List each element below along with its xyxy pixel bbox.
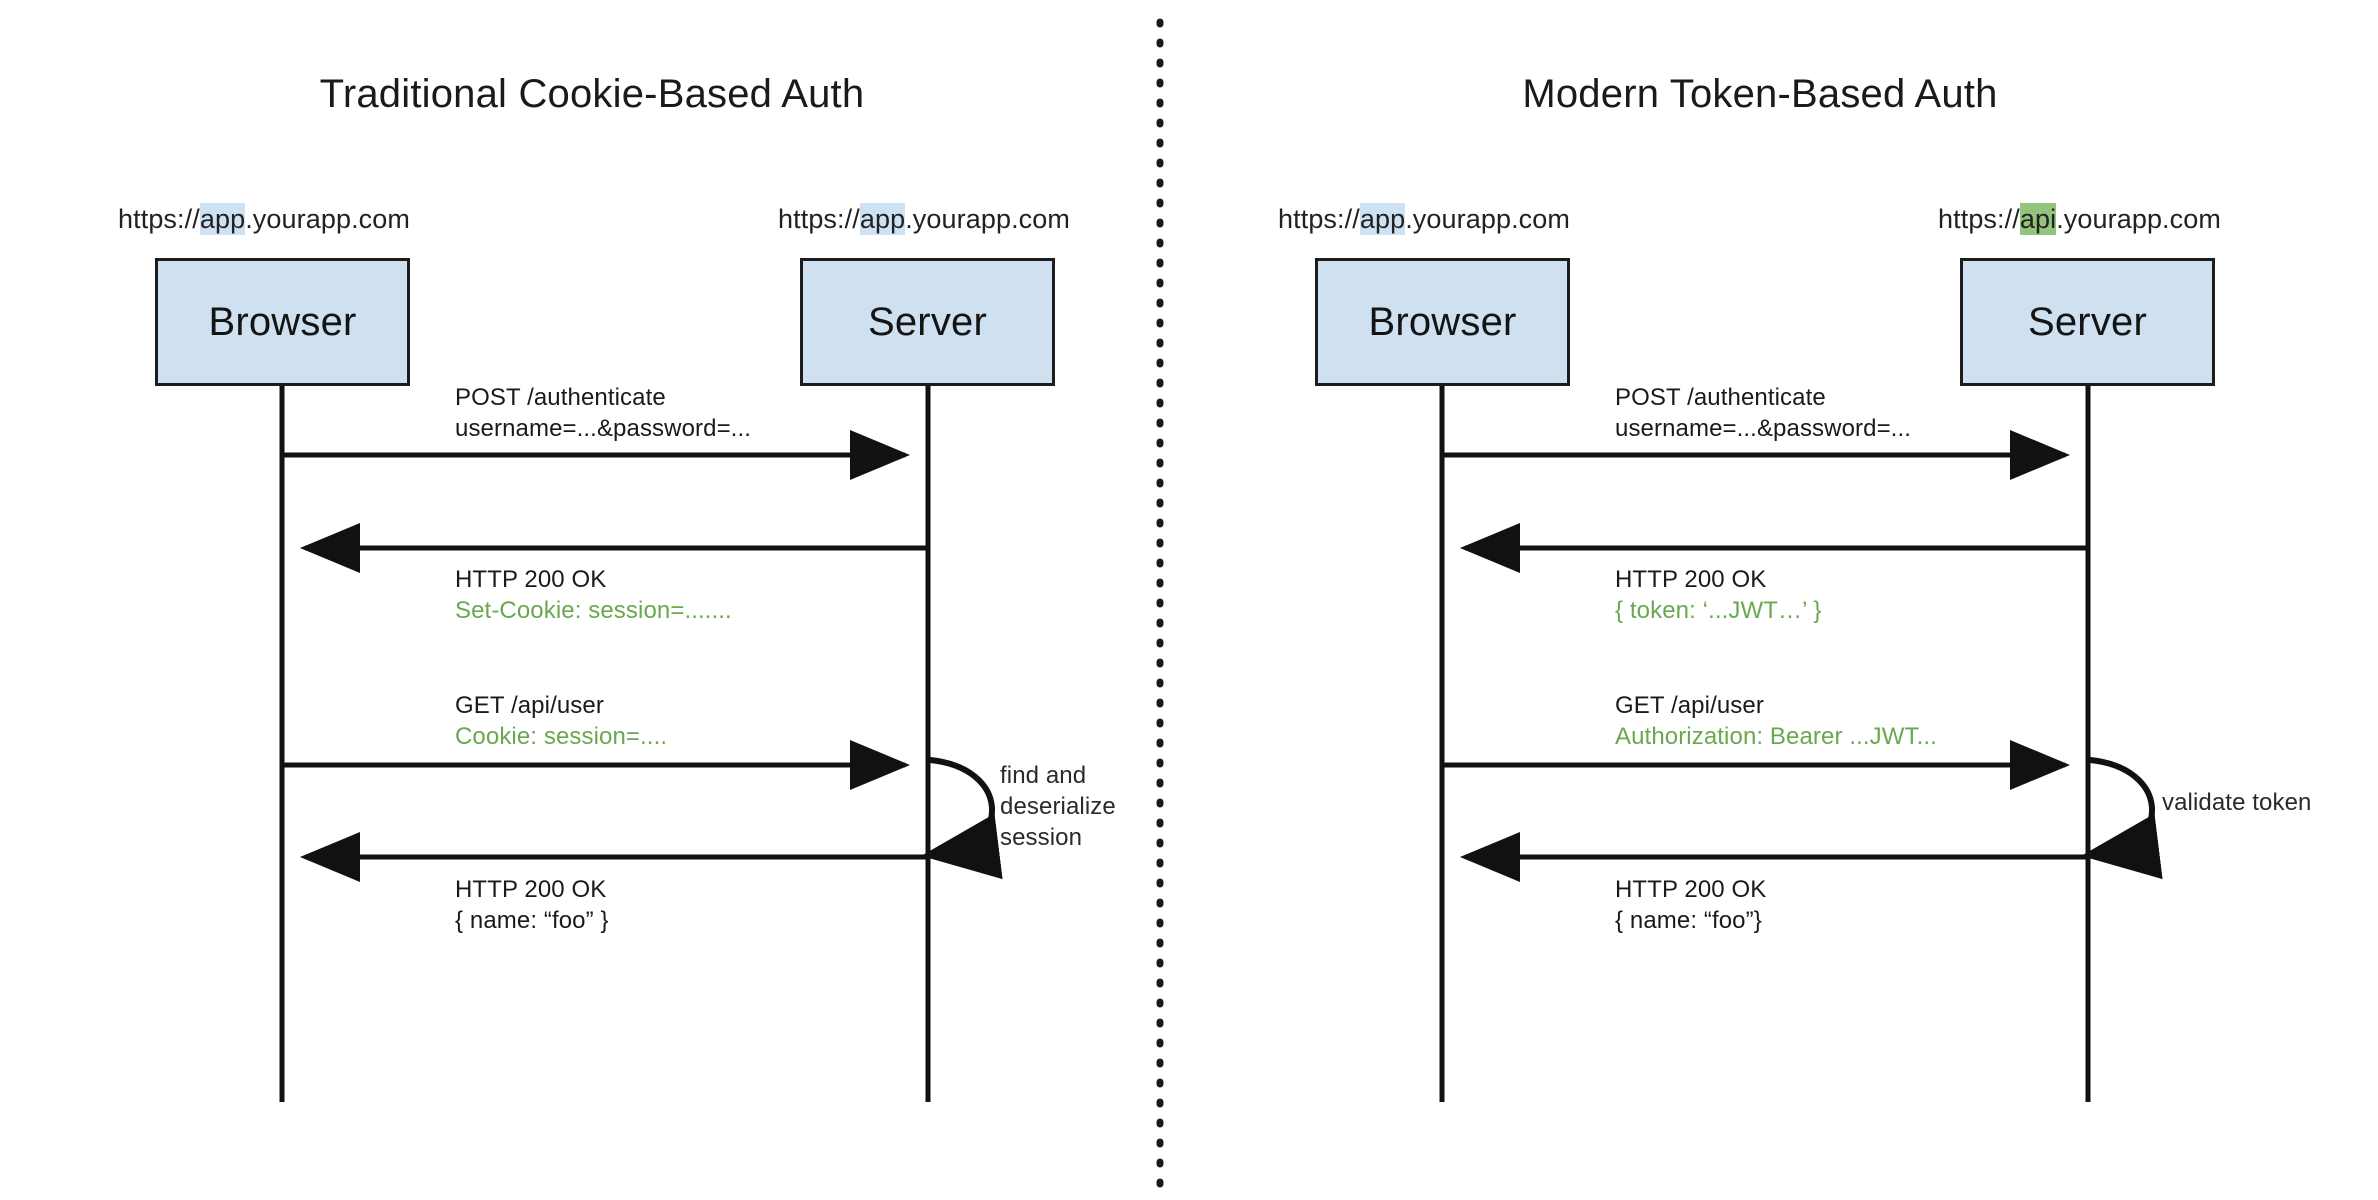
note-line-1: validate token — [2162, 789, 2312, 816]
actor-label: Server — [2027, 299, 2147, 344]
message-line-1: HTTP 200 OK — [455, 876, 607, 903]
url-label-server-right: https://api.yourapp.com — [1938, 203, 2221, 235]
url-label-browser-right: https://app.yourapp.com — [1278, 203, 1570, 235]
url-prefix: https:// — [118, 204, 200, 234]
actor-label: Browser — [208, 299, 357, 344]
url-suffix: .yourapp.com — [2056, 204, 2221, 234]
message-label-http-200-set-cookie-left: HTTP 200 OK Set-Cookie: session=....... — [455, 564, 732, 626]
message-line-2: Authorization: Bearer ...JWT... — [1615, 723, 1937, 750]
message-line-2: username=...&password=... — [1615, 415, 1911, 442]
panel-title-token-auth: Modern Token-Based Auth — [1522, 72, 1998, 116]
url-subdomain-highlight: app — [859, 203, 906, 235]
url-prefix: https:// — [1278, 204, 1360, 234]
right-panel-lifelines — [1439, 386, 2091, 1102]
actor-label: Browser — [1368, 299, 1517, 344]
message-label-http-200-name-foo-left: HTTP 200 OK { name: “foo” } — [455, 874, 609, 936]
note-line-3: session — [1000, 824, 1083, 851]
message-line-1: HTTP 200 OK — [1615, 566, 1767, 593]
url-label-server-left: https://app.yourapp.com — [778, 203, 1070, 235]
message-line-2: username=...&password=... — [455, 415, 751, 442]
message-line-1: POST /authenticate — [1615, 384, 1826, 411]
message-line-1: GET /api/user — [455, 692, 604, 719]
url-suffix: .yourapp.com — [1405, 204, 1570, 234]
message-line-1: POST /authenticate — [455, 384, 666, 411]
note-validate-token: validate token — [2162, 787, 2312, 818]
actor-box-browser-left[interactable]: Browser — [155, 258, 410, 386]
message-line-2: { token: ‘...JWT…’ } — [1615, 597, 1822, 624]
left-panel-arrows — [282, 430, 928, 882]
message-line-1: GET /api/user — [1615, 692, 1764, 719]
message-line-2: { name: “foo”} — [1615, 907, 1762, 934]
actor-box-browser-right[interactable]: Browser — [1315, 258, 1570, 386]
message-label-get-api-user-right: GET /api/user Authorization: Bearer ...J… — [1615, 690, 1937, 752]
url-subdomain-highlight: api — [2019, 203, 2057, 235]
right-panel-arrows — [1442, 430, 2088, 882]
message-label-post-authenticate-left: POST /authenticate username=...&password… — [455, 382, 751, 444]
left-panel-lifelines — [279, 386, 931, 1102]
self-loop-find-deserialize-session — [921, 757, 1003, 880]
message-line-2: Set-Cookie: session=....... — [455, 597, 732, 624]
message-line-2: Cookie: session=.... — [455, 723, 668, 750]
message-line-1: HTTP 200 OK — [455, 566, 607, 593]
message-label-get-api-user-left: GET /api/user Cookie: session=.... — [455, 690, 667, 752]
message-label-post-authenticate-right: POST /authenticate username=...&password… — [1615, 382, 1911, 444]
url-prefix: https:// — [1938, 204, 2020, 234]
message-label-http-200-name-foo-right: HTTP 200 OK { name: “foo”} — [1615, 874, 1766, 936]
message-line-1: HTTP 200 OK — [1615, 876, 1767, 903]
note-line-1: find and — [1000, 762, 1087, 789]
url-subdomain-highlight: app — [199, 203, 246, 235]
actor-label: Server — [867, 299, 987, 344]
actor-box-server-right[interactable]: Server — [1960, 258, 2215, 386]
url-suffix: .yourapp.com — [245, 204, 410, 234]
url-suffix: .yourapp.com — [905, 204, 1070, 234]
url-label-browser-left: https://app.yourapp.com — [118, 203, 410, 235]
note-find-deserialize-session: find and deserialize session — [1000, 760, 1116, 853]
actor-box-server-left[interactable]: Server — [800, 258, 1055, 386]
self-loop-validate-token — [2081, 757, 2163, 880]
panel-title-cookie-auth: Traditional Cookie-Based Auth — [319, 72, 865, 116]
url-subdomain-highlight: app — [1359, 203, 1406, 235]
message-label-http-200-token-right: HTTP 200 OK { token: ‘...JWT…’ } — [1615, 564, 1822, 626]
url-prefix: https:// — [778, 204, 860, 234]
note-line-2: deserialize — [1000, 793, 1116, 820]
message-line-2: { name: “foo” } — [455, 907, 609, 934]
